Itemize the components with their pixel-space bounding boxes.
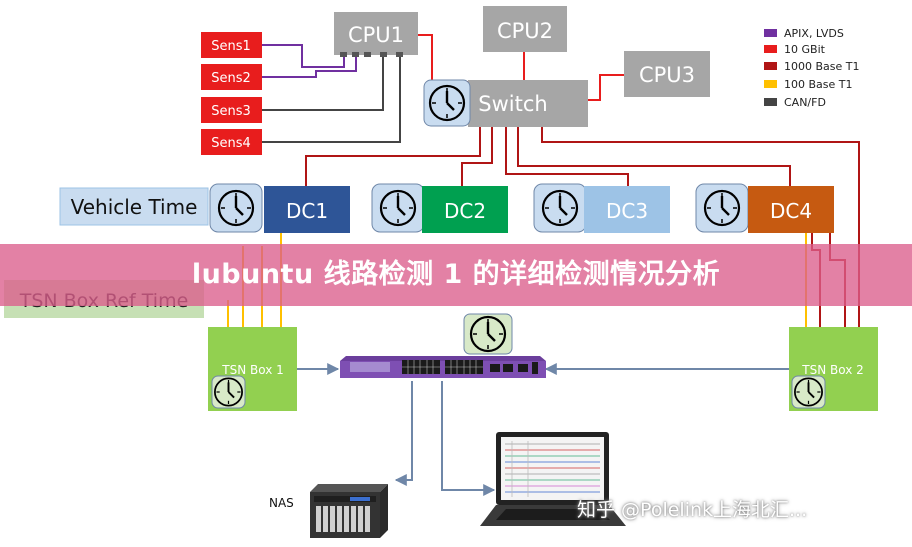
switch-label: Switch bbox=[478, 92, 547, 116]
banner-title: lubuntu 线路检测 1 的详细检测情况分析 bbox=[191, 259, 721, 290]
can-lines bbox=[262, 55, 401, 143]
laptop-device bbox=[480, 432, 626, 526]
sens2-label: Sens2 bbox=[211, 71, 251, 86]
tsn-box1-node: TSN Box 1 bbox=[208, 327, 297, 411]
dc1-node: DC1 bbox=[264, 186, 350, 233]
cpu1-node: CPU1 bbox=[334, 12, 418, 57]
zhihu-watermark: 知乎 @Polelink上海北汇... bbox=[577, 499, 808, 521]
tsn-box1-label: TSN Box 1 bbox=[221, 363, 284, 377]
dc3-label: DC3 bbox=[606, 199, 648, 223]
sens1-node: Sens1 bbox=[201, 32, 262, 58]
tsn-box2-node: TSN Box 2 bbox=[789, 327, 878, 411]
sens2-node: Sens2 bbox=[201, 64, 262, 90]
nas-device: NAS bbox=[269, 484, 388, 538]
cpu3-node: CPU3 bbox=[624, 51, 710, 97]
sens3-node: Sens3 bbox=[201, 97, 262, 123]
ethernet-switch-device bbox=[340, 356, 546, 378]
dc4-clock-icon bbox=[695, 183, 749, 233]
legend-1000baset1: 1000 Base T1 bbox=[784, 60, 860, 73]
vehicle-time-label: Vehicle Time bbox=[71, 195, 198, 219]
dc4-node: DC4 bbox=[748, 186, 834, 233]
vehicle-time-box: Vehicle Time bbox=[59, 187, 209, 226]
dc1-label: DC1 bbox=[286, 199, 328, 223]
dc2-node: DC2 bbox=[422, 186, 508, 233]
legend: APIX, LVDS 10 GBit 1000 Base T1 100 Base… bbox=[764, 27, 860, 109]
legend-apix: APIX, LVDS bbox=[784, 27, 844, 40]
dc3-node: DC3 bbox=[584, 186, 670, 233]
dc4-label: DC4 bbox=[770, 199, 812, 223]
dc2-label: DC2 bbox=[444, 199, 486, 223]
sens4-node: Sens4 bbox=[201, 129, 262, 155]
nas-label: NAS bbox=[269, 496, 294, 510]
sens4-label: Sens4 bbox=[211, 136, 251, 151]
dc2-clock-icon bbox=[371, 183, 425, 233]
apix-lines bbox=[262, 44, 357, 78]
switch-clock-icon bbox=[423, 79, 471, 127]
switch-clock2-icon bbox=[463, 313, 513, 355]
sens3-label: Sens3 bbox=[211, 104, 251, 119]
sens1-label: Sens1 bbox=[211, 39, 251, 54]
ethernet-arrows bbox=[297, 363, 789, 496]
switch-node: Switch bbox=[468, 80, 588, 127]
legend-10gbit: 10 GBit bbox=[784, 43, 826, 56]
cpu2-node: CPU2 bbox=[483, 6, 567, 52]
cpu3-label: CPU3 bbox=[639, 63, 695, 87]
dc1-clock-icon bbox=[209, 183, 263, 233]
legend-100baset1: 100 Base T1 bbox=[784, 78, 853, 91]
dc3-clock-icon bbox=[533, 183, 587, 233]
tsn-box2-label: TSN Box 2 bbox=[801, 363, 864, 377]
legend-canfd: CAN/FD bbox=[784, 96, 826, 109]
title-banner: lubuntu 线路检测 1 的详细检测情况分析 bbox=[0, 244, 912, 306]
cpu1-label: CPU1 bbox=[348, 23, 404, 47]
cpu2-label: CPU2 bbox=[497, 19, 553, 43]
sensors: Sens1 Sens2 Sens3 Sens4 bbox=[201, 32, 262, 155]
